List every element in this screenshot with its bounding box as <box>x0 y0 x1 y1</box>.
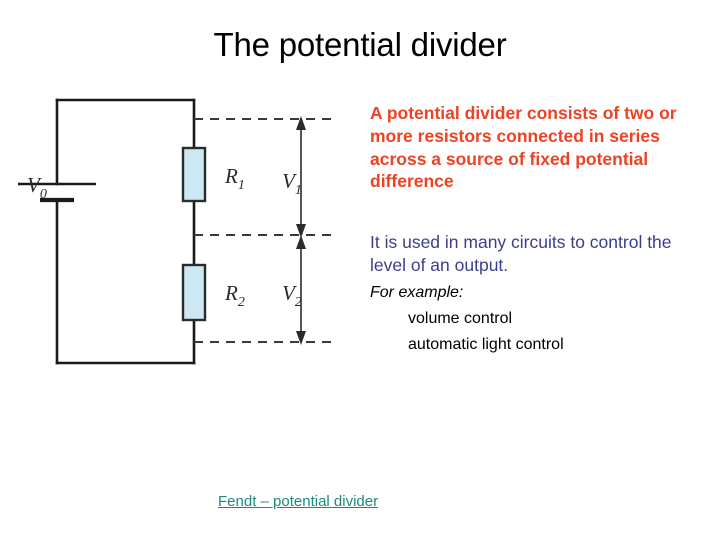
resistor-r1-letter: R <box>224 164 238 188</box>
v1-arrowhead-down <box>296 224 306 238</box>
resistor-r1-subscript: 1 <box>238 178 245 193</box>
voltage-v2-subscript: 2 <box>295 295 302 310</box>
voltage-v2-arrow <box>296 235 306 345</box>
circuit-diagram-svg: V0 R1 R2 <box>18 98 332 365</box>
resistor-r1 <box>181 146 207 203</box>
example-item-automatic-light-control: automatic light control <box>408 335 564 353</box>
fendt-potential-divider-link[interactable]: Fendt – potential divider <box>218 493 379 510</box>
resistor-r1-label: R1 <box>224 164 245 193</box>
source-voltage-letter: V <box>27 173 42 197</box>
blue-usage-paragraph: It is used in many circuits to control t… <box>370 232 672 275</box>
resistor-r2-subscript: 2 <box>238 295 245 310</box>
resistor-r2 <box>181 263 207 322</box>
voltage-v2-letter: V <box>282 281 297 305</box>
example-item-volume-control: volume control <box>408 309 513 327</box>
text-content-column: A potential divider consists of two or m… <box>370 102 690 355</box>
paragraph-spacer <box>370 193 690 231</box>
example-heading: For example: <box>370 283 464 301</box>
measurement-dashed-lines <box>194 118 332 343</box>
voltage-v2-label: V2 <box>282 281 302 310</box>
voltage-v1-label: V1 <box>282 169 302 198</box>
voltage-v1-subscript: 1 <box>295 183 302 198</box>
circuit-diagram: V0 R1 R2 <box>10 88 360 383</box>
voltage-v1-arrow <box>296 116 306 238</box>
page-title: The potential divider <box>213 26 507 63</box>
resistor-r2-label: R2 <box>224 281 245 310</box>
v1-arrowhead-up <box>296 116 306 130</box>
resistor-r1-body <box>181 146 207 203</box>
battery-symbol <box>18 182 96 203</box>
red-description-paragraph: A potential divider consists of two or m… <box>370 103 677 192</box>
circuit-wires <box>55 98 196 365</box>
v2-arrowhead-down <box>296 331 306 345</box>
source-voltage-label: V0 <box>27 173 47 202</box>
voltage-v1-letter: V <box>282 169 297 193</box>
resistor-r2-letter: R <box>224 281 238 305</box>
resistor-r2-body <box>181 263 207 322</box>
source-voltage-subscript: 0 <box>40 187 47 202</box>
v2-arrowhead-up <box>296 235 306 249</box>
